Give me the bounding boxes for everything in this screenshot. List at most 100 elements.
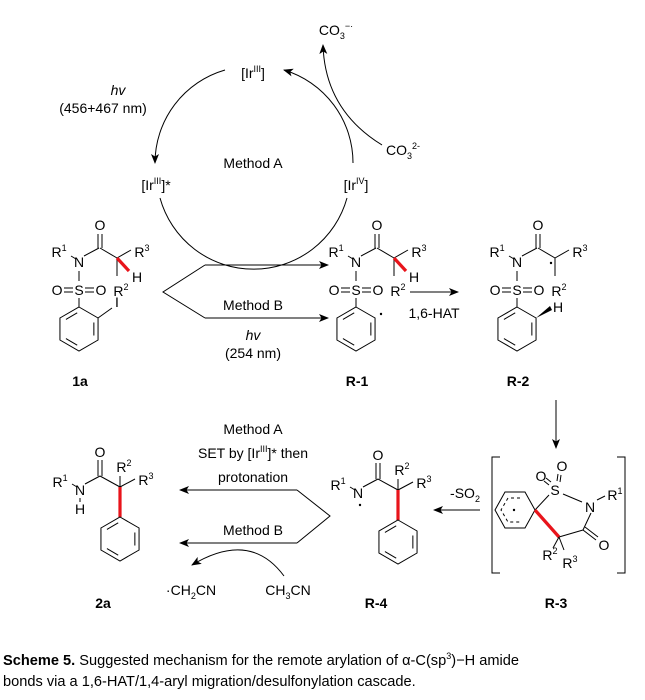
r2-label-sup: 2 xyxy=(562,282,567,292)
label-1a: 1a xyxy=(72,373,88,389)
cyanomethyl-radical-label-sub: 2 xyxy=(191,591,196,601)
r1-label: R1 xyxy=(328,243,343,260)
set-label-post: ]* then xyxy=(268,445,308,461)
bond xyxy=(84,475,101,485)
r2-label-sup: 2 xyxy=(401,282,406,292)
method-a-label: Method A xyxy=(223,155,283,171)
bond xyxy=(393,249,409,259)
r2-label-t: R xyxy=(551,283,561,299)
o-atom: O xyxy=(329,282,340,298)
so2-loss-label-t: -SO xyxy=(450,485,475,501)
r3-label: R3 xyxy=(411,243,426,260)
r1-label-t: R xyxy=(52,474,62,490)
r1-label: R1 xyxy=(489,243,504,260)
bond xyxy=(65,338,78,346)
acetonitrile-label-post: CN xyxy=(291,582,311,598)
iridium-iii-excited-label-post: ]* xyxy=(161,177,171,193)
bond xyxy=(362,478,379,488)
set-label-sup: III xyxy=(260,444,268,454)
iridium-iii-label-t: [Ir xyxy=(241,65,254,81)
so2-loss-label: -SO2 xyxy=(450,485,480,504)
bond xyxy=(508,255,515,260)
iridium-iii-excited-label: [IrIII]* xyxy=(141,176,171,193)
iridium-iii-label-post: ] xyxy=(261,65,265,81)
r3-label: R3 xyxy=(134,243,149,260)
benzene-ring xyxy=(336,306,376,352)
iridium-iii-label: [IrIII] xyxy=(241,64,265,81)
r2-label: R2 xyxy=(542,546,557,563)
r1-label-sup: 1 xyxy=(618,486,623,496)
label-R-1: R-1 xyxy=(346,373,369,389)
bond xyxy=(376,247,395,259)
r3-label-sup: 3 xyxy=(573,554,578,564)
bond xyxy=(377,478,399,491)
r2-label-t: R xyxy=(542,547,552,563)
protonation-label: protonation xyxy=(218,469,288,485)
r3-label-sup: 3 xyxy=(145,243,150,253)
r2-label-t: R xyxy=(394,462,404,478)
bond xyxy=(503,312,516,320)
hat-label: 1,6-HAT xyxy=(408,305,460,321)
bond xyxy=(397,481,414,491)
bond xyxy=(537,247,556,259)
bond xyxy=(349,486,356,491)
wavelength-label: (456+467 nm) xyxy=(59,100,147,116)
regeneration-arrow xyxy=(283,68,354,164)
iridium-iv-label: [IrIV] xyxy=(344,176,369,193)
s-atom: S xyxy=(351,282,360,298)
bond xyxy=(342,338,355,346)
bond xyxy=(83,247,100,257)
r1-label-sup: 1 xyxy=(500,243,505,253)
carbonate-label-t: CO xyxy=(386,142,407,158)
bond xyxy=(554,249,570,259)
bond xyxy=(119,478,136,488)
r1-label-sup: 1 xyxy=(62,243,67,253)
set-label: SET by [IrIII]* then xyxy=(198,444,308,461)
benzene-ring xyxy=(497,306,537,352)
n-atom: N xyxy=(585,499,595,515)
carbonate-label-sub: 3 xyxy=(407,151,412,161)
hat-acetonitrile-arrow xyxy=(191,549,285,577)
method-b-label: Method B xyxy=(223,297,283,313)
bond xyxy=(384,525,397,533)
carbonate-radical-label-sup: −· xyxy=(345,21,353,31)
o-atom: O xyxy=(536,468,547,484)
o-atom: O xyxy=(52,282,63,298)
caption-text: Suggested mechanism for the remote aryla… xyxy=(75,652,447,669)
s-atom: S xyxy=(512,282,521,298)
hv-label: hv xyxy=(111,82,127,98)
o-atom: O xyxy=(95,444,106,460)
iridium-iii-label-sup: III xyxy=(254,64,262,74)
cyanomethyl-radical-label-t: ·CH xyxy=(166,582,191,598)
bond xyxy=(65,312,78,320)
o-atom: O xyxy=(373,447,384,463)
caption-line-2: bonds via a 1,6-HAT/1,4-aryl migration/d… xyxy=(3,673,416,690)
r3-label-t: R xyxy=(411,244,421,260)
r3-label-sup: 3 xyxy=(427,474,432,484)
r2-label-t: R xyxy=(116,459,126,475)
label-R-2: R-2 xyxy=(507,373,530,389)
scheme-caption: Scheme 5. Suggested mechanism for the re… xyxy=(3,646,645,693)
benzene-ring xyxy=(59,306,99,352)
bond xyxy=(106,548,119,556)
method-b-fork-top xyxy=(162,261,329,322)
r3-label: R3 xyxy=(562,554,577,571)
bracket-right xyxy=(617,456,626,574)
r1-label: R1 xyxy=(52,473,67,490)
o-atom: O xyxy=(372,217,383,233)
r1-label-t: R xyxy=(607,487,617,503)
r1-label-sup: 1 xyxy=(341,476,346,486)
r3-label: R3 xyxy=(572,243,587,260)
r3-label-t: R xyxy=(562,555,572,571)
label-R-3: R-3 xyxy=(545,595,568,611)
carbonate-radical-label: CO3−· xyxy=(319,21,353,41)
r3-label: R3 xyxy=(138,471,153,488)
